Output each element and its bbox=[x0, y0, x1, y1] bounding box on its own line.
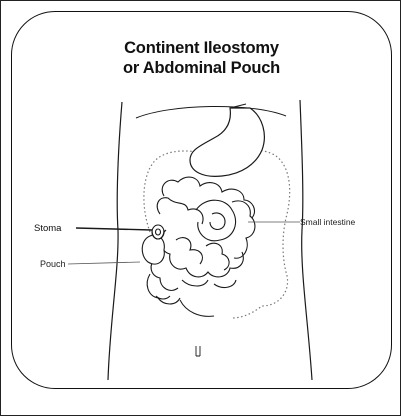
small-intestine-label: Small intestine bbox=[300, 217, 355, 227]
torso-outline bbox=[108, 102, 122, 380]
torso-outline-right bbox=[300, 100, 312, 380]
stoma-label: Stoma bbox=[34, 223, 61, 234]
stomach bbox=[190, 108, 264, 176]
stoma bbox=[152, 225, 164, 239]
pelvis-hint bbox=[180, 300, 214, 316]
diaphragm-line bbox=[136, 106, 286, 118]
pouch-label: Pouch bbox=[40, 259, 66, 269]
stoma-leader bbox=[76, 228, 152, 230]
pouch-leader bbox=[68, 262, 140, 264]
navel bbox=[196, 346, 200, 356]
pouch bbox=[142, 235, 164, 264]
